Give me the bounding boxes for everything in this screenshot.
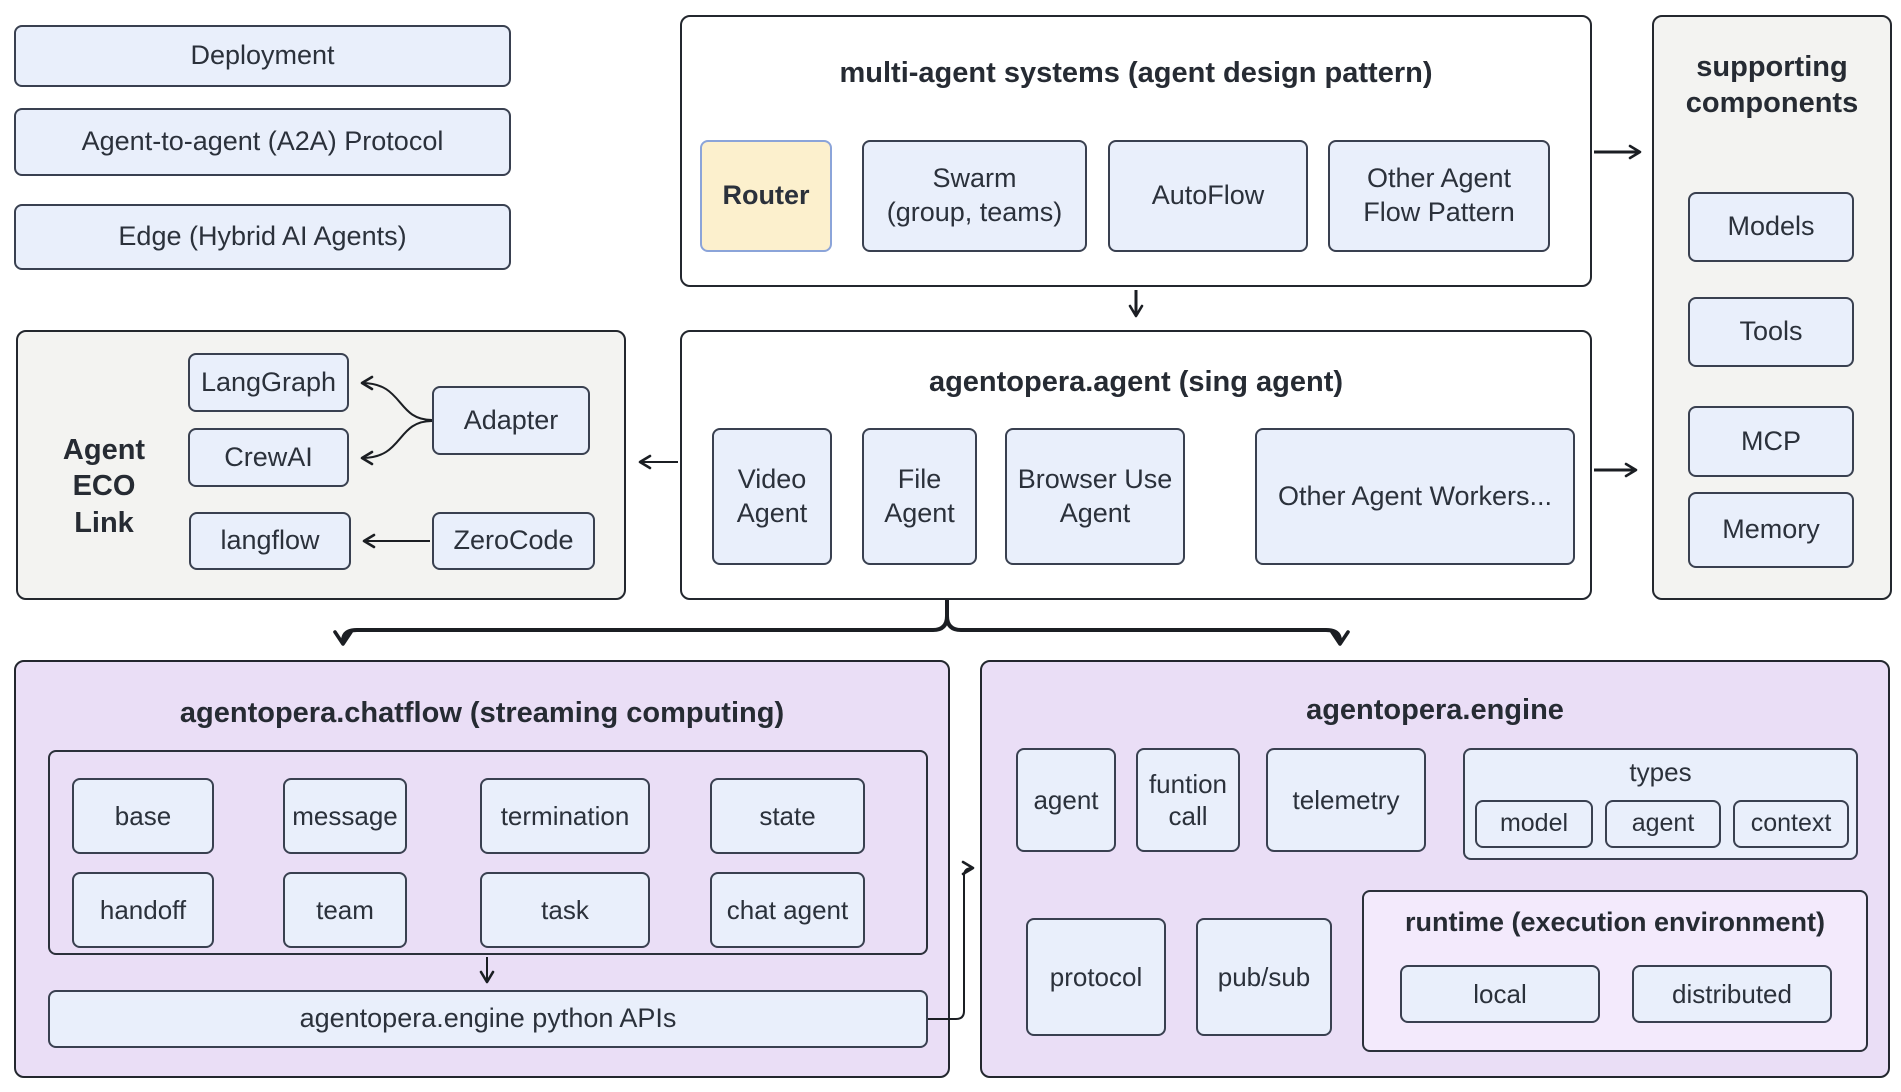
agentopera-agent-title: agentopera.agent (sing agent) bbox=[928, 366, 1344, 398]
local-node: local bbox=[1400, 965, 1600, 1023]
chat-agent-label: chat agent bbox=[726, 894, 849, 925]
langgraph-node: LangGraph bbox=[188, 353, 349, 412]
distributed-label: distributed bbox=[1672, 978, 1792, 1009]
protocol-label: protocol bbox=[1049, 961, 1143, 992]
state-node: state bbox=[710, 778, 865, 854]
video-agent-node: Video Agent bbox=[712, 428, 832, 565]
pubsub-node: pub/sub bbox=[1196, 918, 1332, 1036]
engine-python-apis-bar: agentopera.engine python APIs bbox=[48, 990, 928, 1048]
context-label: context bbox=[1750, 809, 1832, 838]
pubsub-label: pub/sub bbox=[1217, 961, 1311, 992]
chat-agent-node: chat agent bbox=[710, 872, 865, 948]
chatflow-modules-wrapper bbox=[48, 750, 928, 955]
handoff-node: handoff bbox=[72, 872, 214, 948]
function-call-label: funtion call bbox=[1148, 768, 1228, 832]
model-label: model bbox=[1499, 809, 1569, 838]
file-agent-node: File Agent bbox=[862, 428, 977, 565]
local-label: local bbox=[1473, 978, 1527, 1009]
adapter-node: Adapter bbox=[432, 386, 590, 455]
runtime-label: runtime (execution environment) bbox=[1404, 907, 1826, 937]
task-label: task bbox=[541, 894, 589, 925]
zerocode-node: ZeroCode bbox=[432, 512, 595, 570]
deployment-box: Deployment bbox=[14, 25, 511, 87]
telemetry-node: telemetry bbox=[1266, 748, 1426, 852]
engine-agent-node: agent bbox=[1016, 748, 1116, 852]
protocol-node: protocol bbox=[1026, 918, 1166, 1036]
video-agent-label: Video Agent bbox=[736, 463, 808, 528]
tools-node: Tools bbox=[1688, 297, 1854, 367]
base-node: base bbox=[72, 778, 214, 854]
other-agent-workers-node: Other Agent Workers... bbox=[1255, 428, 1575, 565]
engine-python-apis-label: agentopera.engine python APIs bbox=[299, 1003, 677, 1034]
other-flow-pattern-node: Other Agent Flow Pattern bbox=[1328, 140, 1550, 252]
langflow-label: langflow bbox=[220, 525, 320, 556]
a2a-protocol-label: Agent-to-agent (A2A) Protocol bbox=[81, 126, 444, 157]
message-label: message bbox=[292, 800, 398, 831]
crewai-label: CrewAI bbox=[224, 441, 313, 472]
autoflow-label: AutoFlow bbox=[1151, 180, 1265, 211]
model-node: model bbox=[1475, 800, 1593, 848]
a2a-protocol-box: Agent-to-agent (A2A) Protocol bbox=[14, 108, 511, 176]
multi-agent-systems-title: multi-agent systems (agent design patter… bbox=[839, 57, 1433, 89]
tools-label: Tools bbox=[1739, 316, 1803, 347]
types-label: types bbox=[1629, 757, 1692, 787]
router-label: Router bbox=[722, 180, 810, 211]
langflow-node: langflow bbox=[189, 512, 351, 570]
models-label: Models bbox=[1727, 211, 1815, 242]
termination-label: termination bbox=[500, 800, 630, 831]
mcp-node: MCP bbox=[1688, 406, 1854, 477]
arrow-agent-to-chatflow bbox=[333, 600, 949, 646]
other-agent-workers-label: Other Agent Workers... bbox=[1277, 480, 1553, 511]
type-agent-label: agent bbox=[1631, 809, 1695, 838]
mcp-label: MCP bbox=[1741, 425, 1801, 456]
zerocode-label: ZeroCode bbox=[453, 525, 574, 556]
edge-box: Edge (Hybrid AI Agents) bbox=[14, 204, 511, 270]
supporting-components-title: supporting components bbox=[1685, 51, 1859, 120]
context-node: context bbox=[1733, 800, 1849, 848]
message-node: message bbox=[283, 778, 407, 854]
arrow-agent-to-engine bbox=[945, 615, 1350, 646]
router-node: Router bbox=[700, 140, 832, 252]
state-label: state bbox=[759, 800, 816, 831]
browser-use-agent-label: Browser Use Agent bbox=[1017, 463, 1173, 528]
telemetry-label: telemetry bbox=[1292, 784, 1400, 815]
adapter-label: Adapter bbox=[463, 404, 559, 435]
autoflow-node: AutoFlow bbox=[1108, 140, 1308, 252]
team-label: team bbox=[316, 894, 374, 925]
termination-node: termination bbox=[480, 778, 650, 854]
engine-agent-label: agent bbox=[1033, 784, 1099, 815]
swarm-node: Swarm (group, teams) bbox=[862, 140, 1087, 252]
memory-label: Memory bbox=[1722, 514, 1820, 545]
distributed-node: distributed bbox=[1632, 965, 1832, 1023]
crewai-node: CrewAI bbox=[188, 428, 349, 487]
swarm-label: Swarm (group, teams) bbox=[886, 163, 1063, 227]
memory-node: Memory bbox=[1688, 492, 1854, 568]
file-agent-label: File Agent bbox=[884, 463, 955, 528]
engine-title: agentopera.engine bbox=[1306, 694, 1564, 726]
base-label: base bbox=[114, 800, 172, 831]
langgraph-label: LangGraph bbox=[200, 366, 337, 397]
handoff-label: handoff bbox=[99, 894, 187, 925]
team-node: team bbox=[283, 872, 407, 948]
models-node: Models bbox=[1688, 192, 1854, 262]
browser-use-agent-node: Browser Use Agent bbox=[1005, 428, 1185, 565]
agent-eco-link-label: Agent ECO Link bbox=[62, 434, 146, 539]
other-flow-pattern-label: Other Agent Flow Pattern bbox=[1363, 163, 1515, 227]
deployment-label: Deployment bbox=[190, 40, 335, 71]
type-agent-node: agent bbox=[1605, 800, 1721, 848]
function-call-node: funtion call bbox=[1136, 748, 1240, 852]
edge-label: Edge (Hybrid AI Agents) bbox=[118, 221, 407, 252]
chatflow-title: agentopera.chatflow (streaming computing… bbox=[179, 697, 785, 729]
task-node: task bbox=[480, 872, 650, 948]
